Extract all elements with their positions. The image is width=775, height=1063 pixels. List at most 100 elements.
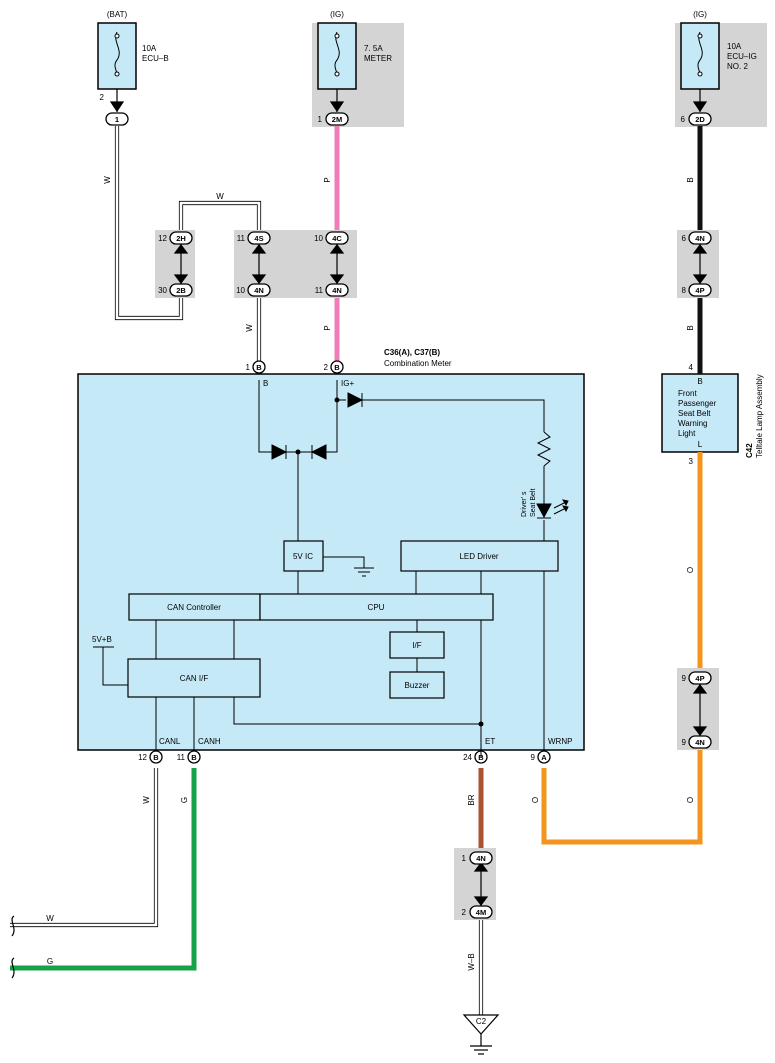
diode-top — [347, 392, 364, 408]
meter-pin-b-name: B — [263, 379, 268, 388]
fuse-bat-name: ECU–B — [142, 54, 169, 63]
j2h-bot-pin: 30 — [158, 286, 167, 295]
meter-pin-ig-num: 2 — [324, 363, 329, 372]
meter-pin-circles — [149, 360, 551, 764]
arrow-fuse-ecuig — [692, 89, 708, 113]
wire-label-o-meter: O — [531, 797, 540, 803]
j4n-bottom-bot-pin: 2 — [462, 908, 467, 917]
junction-dot-ig — [334, 397, 340, 403]
junction-arrows — [109, 89, 708, 906]
arrow-fuse-bat — [109, 89, 125, 113]
block-5v-ic — [283, 540, 324, 572]
lamp-pin-b-name: B — [697, 377, 702, 386]
j4c-bot-pin: 11 — [315, 286, 324, 295]
j4n-bottom-bot-conn: 4M — [476, 908, 486, 917]
ground-c2-label: C2 — [476, 1017, 487, 1026]
meter-part-number: C36(A), C37(B) — [384, 348, 440, 357]
meter-pin-et-num: 24 — [463, 753, 472, 762]
wire-label-w-left: W — [46, 914, 54, 923]
lamp-part-number: C42 — [745, 443, 754, 458]
meter-pin-wrnp-num: 9 — [531, 753, 536, 762]
fuse-meter-conn: 2M — [332, 115, 342, 124]
wire-label-p-lower: P — [323, 325, 332, 330]
diode-b — [271, 444, 288, 460]
block-can-if-label: CAN I/F — [180, 674, 209, 683]
wire-label-br: BR — [467, 794, 476, 805]
wire-label-g-canh: G — [180, 797, 189, 803]
meter-pin-canh-name: CANH — [198, 737, 221, 746]
lamp-text-5: Light — [678, 429, 696, 438]
colored-wires — [10, 126, 703, 971]
seatbelt-label-2: Seat Belt — [530, 489, 537, 517]
white-wires — [10, 126, 484, 1015]
meter-pin-et-conn: B — [478, 753, 484, 762]
supply-5vb-label: 5V+B — [92, 635, 112, 644]
fuse-ecuig-source: (IG) — [693, 10, 707, 19]
j4p-lower-bot-conn: 4N — [695, 738, 705, 747]
seatbelt-label-1: Driver' s — [521, 491, 528, 517]
lamp-text-4: Warning — [678, 419, 708, 428]
internal-ground-icon — [354, 567, 374, 577]
fuse-bat-conn: 1 — [115, 115, 119, 124]
wire-orange-lamp — [541, 452, 703, 845]
j4c-top-pin: 10 — [314, 234, 323, 243]
j2h-top-pin: 12 — [158, 234, 167, 243]
meter-pin-canh-conn: B — [191, 753, 197, 762]
arrow-4n-right — [692, 244, 708, 284]
wire-label-wb: W–B — [467, 953, 476, 970]
meter-pin-ig-conn: B — [334, 363, 340, 372]
j4n-right-bot-conn: 4P — [695, 286, 704, 295]
arrow-4p-lower — [692, 684, 708, 736]
block-5v-ic-label: 5V IC — [293, 552, 313, 561]
meter-pin-wrnp-conn: A — [541, 753, 547, 762]
meter-pin-canl-name: CANL — [159, 737, 181, 746]
j4n-bottom-top-pin: 1 — [462, 854, 467, 863]
diode-symbols — [271, 392, 364, 460]
j4n-right-top-conn: 4N — [695, 234, 705, 243]
lamp-pin-l: 3 — [689, 457, 694, 466]
block-can-controller-label: CAN Controller — [167, 603, 221, 612]
arrow-4c — [329, 244, 345, 284]
fuse-ecuig-conn: 2D — [695, 115, 705, 124]
meter-pin-canh-num: 11 — [177, 753, 186, 762]
block-buzzer — [389, 671, 445, 699]
fuse-ecu-b — [97, 22, 137, 90]
j4p-lower-bot-pin: 9 — [682, 738, 687, 747]
seatbelt-led-icon — [536, 499, 569, 519]
wire-green-canh — [10, 768, 197, 971]
wire-w-2h-4s — [178, 200, 262, 230]
block-can-controller — [128, 593, 261, 621]
fuse-bat-source: (BAT) — [107, 10, 128, 19]
wire-label-b-upper: B — [686, 177, 695, 182]
meter-pin-et-name: ET — [485, 737, 495, 746]
fuse-meter — [317, 22, 357, 90]
block-cpu-label: CPU — [368, 603, 385, 612]
wire-label-b-lower: B — [686, 325, 695, 330]
junction-dot-et — [478, 721, 484, 727]
resistor-symbol — [536, 431, 552, 467]
wire-w-canl — [10, 768, 159, 928]
wire-label-g-left: G — [47, 957, 53, 966]
j4s-bot-conn: 4N — [254, 286, 264, 295]
fuse-ecuig-name2: NO. 2 — [727, 62, 748, 71]
meter-pin-ig-name: IG+ — [341, 379, 354, 388]
j4c-top-conn: 4C — [332, 234, 342, 243]
meter-blocks — [127, 540, 559, 699]
block-cpu — [259, 593, 494, 621]
block-led-driver — [400, 540, 559, 572]
j4n-bottom-top-conn: 4N — [476, 854, 486, 863]
j4n-right-top-pin: 6 — [682, 234, 687, 243]
lamp-name: Telltale Lamp Assembly — [755, 374, 764, 458]
junction-dot-diodes — [295, 449, 301, 455]
lamp-text-2: Passenger — [678, 399, 717, 408]
connector-pills — [105, 112, 712, 919]
wire-label-w-canl: W — [142, 796, 151, 804]
j2h-top-conn: 2H — [176, 234, 186, 243]
lamp-pin-l-name: L — [698, 440, 703, 449]
j2h-bot-conn: 2B — [176, 286, 186, 295]
lamp-text-3: Seat Belt — [678, 409, 711, 418]
block-if — [389, 631, 445, 659]
fuse-bat-rating: 10A — [142, 44, 157, 53]
wire-label-o-right: O — [686, 797, 695, 803]
j4p-lower-top-pin: 9 — [682, 674, 687, 683]
